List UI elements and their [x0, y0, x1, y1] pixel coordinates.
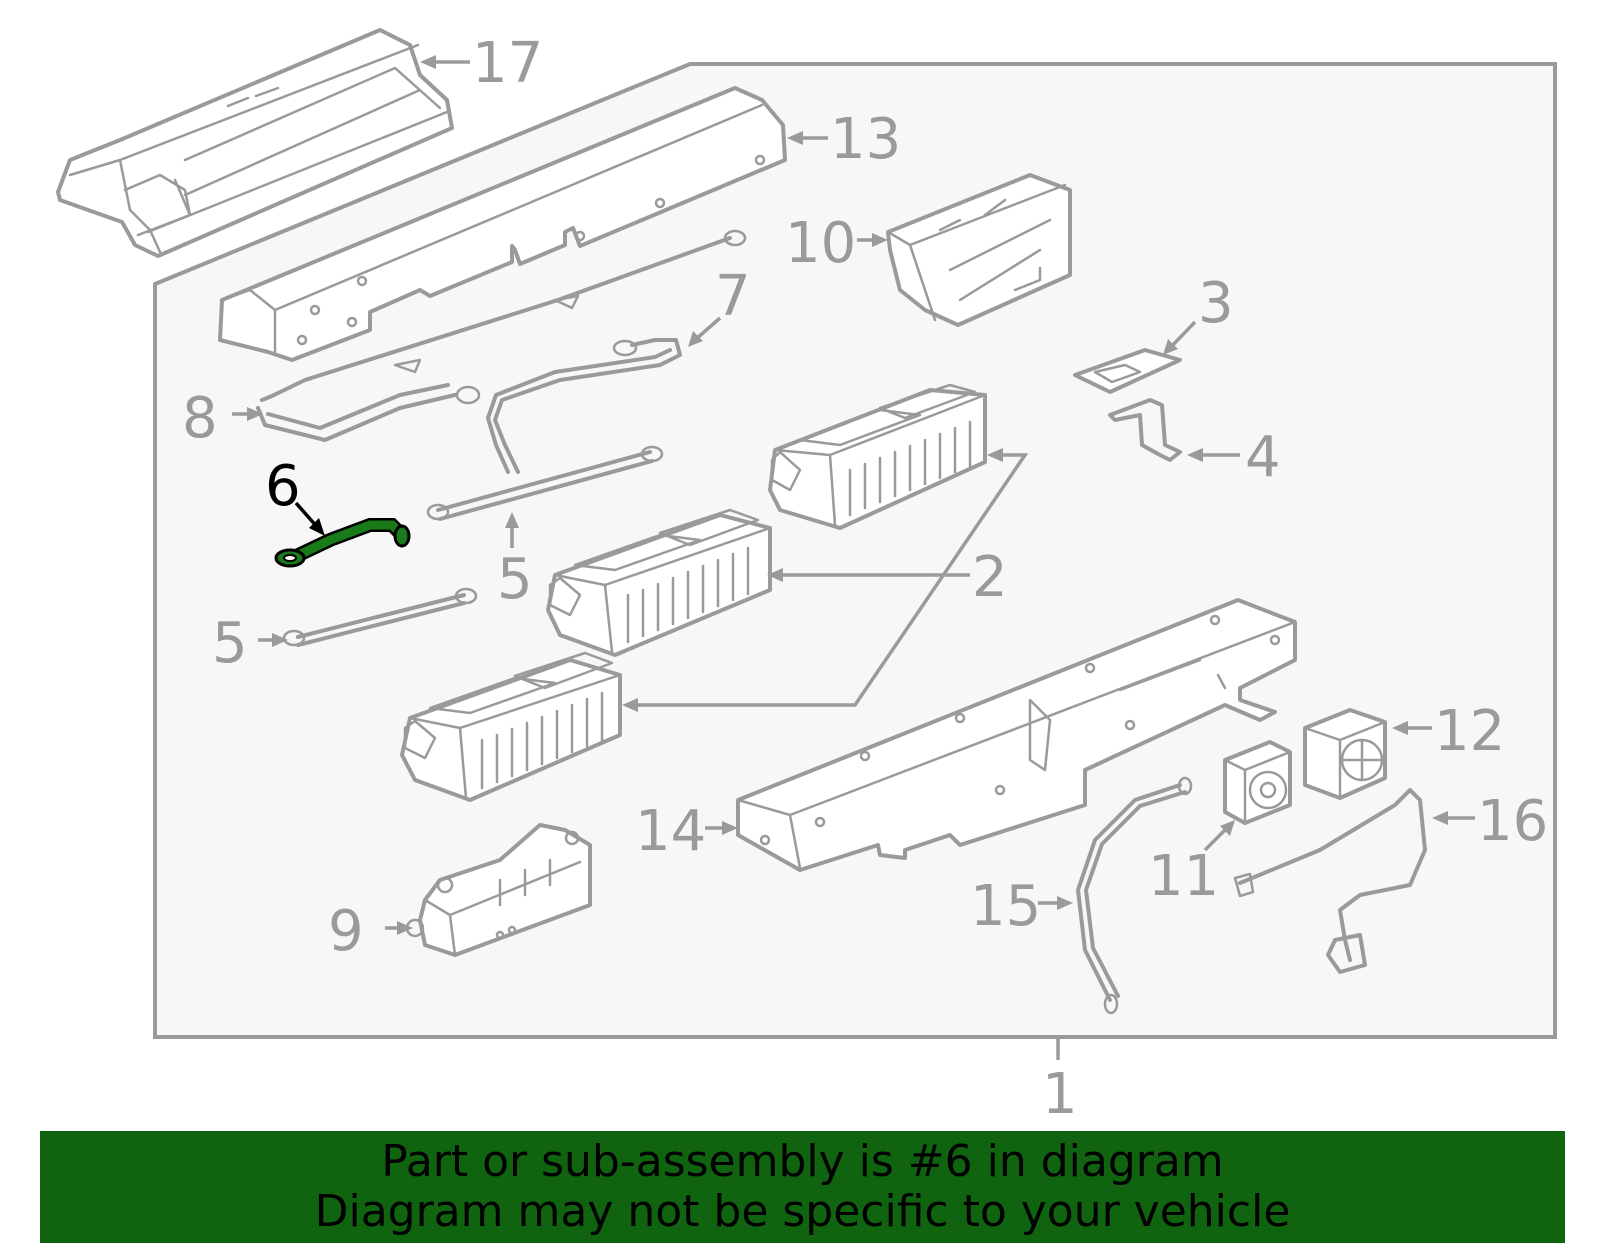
part-12-fan-housing[interactable]	[1303, 708, 1387, 800]
banner-line-2: Diagram may not be specific to your vehi…	[314, 1186, 1291, 1237]
part-17-top-cover[interactable]	[56, 28, 454, 258]
callout-16: 16	[1477, 789, 1548, 854]
callout-15: 15	[970, 874, 1041, 939]
callout-5-upper: 5	[497, 547, 533, 612]
part-11-fan[interactable]	[1223, 740, 1292, 825]
callout-14: 14	[635, 799, 706, 864]
part-9-junction-block[interactable]	[405, 823, 592, 957]
callout-9: 9	[328, 899, 364, 964]
callout-11: 11	[1148, 844, 1219, 909]
callout-3: 3	[1198, 271, 1234, 336]
part-6-highlighted-cable[interactable]	[274, 518, 411, 568]
assembly-frame	[153, 62, 1557, 1039]
callout-6: 6	[265, 454, 301, 519]
part-5-bus-bar-upper[interactable]	[426, 445, 664, 521]
info-banner: Part or sub-assembly is #6 in diagram Di…	[40, 1131, 1565, 1243]
banner-line-1: Part or sub-assembly is #6 in diagram	[381, 1136, 1224, 1187]
part-10-bracket[interactable]	[886, 173, 1072, 327]
callout-12: 12	[1434, 699, 1505, 764]
part-2-battery-module-top[interactable]	[768, 383, 987, 530]
callout-leaders	[232, 55, 1475, 1060]
part-2-battery-module-middle[interactable]	[546, 508, 772, 657]
part-13-upper-rail[interactable]	[218, 86, 787, 362]
part-14-lower-tray[interactable]	[736, 598, 1297, 872]
callout-4: 4	[1245, 425, 1281, 490]
callout-7: 7	[715, 264, 751, 329]
callout-8: 8	[182, 386, 218, 451]
part-15-cable[interactable]	[1076, 776, 1193, 1015]
part-7-cable[interactable]	[486, 338, 682, 474]
part-3-plate[interactable]	[1073, 348, 1182, 394]
callout-1: 1	[1042, 1062, 1078, 1127]
part-5-bus-bar-lower[interactable]	[282, 587, 478, 647]
callout-10: 10	[785, 211, 856, 276]
part-16-harness[interactable]	[1233, 788, 1427, 974]
callout-2: 2	[972, 545, 1008, 610]
part-4-clip[interactable]	[1108, 398, 1182, 462]
callout-13: 13	[830, 107, 901, 172]
part-2-battery-module-bottom[interactable]	[400, 651, 622, 802]
callout-17: 17	[472, 31, 543, 96]
callout-5-lower: 5	[212, 611, 248, 676]
part-8-bracket[interactable]	[256, 229, 747, 442]
